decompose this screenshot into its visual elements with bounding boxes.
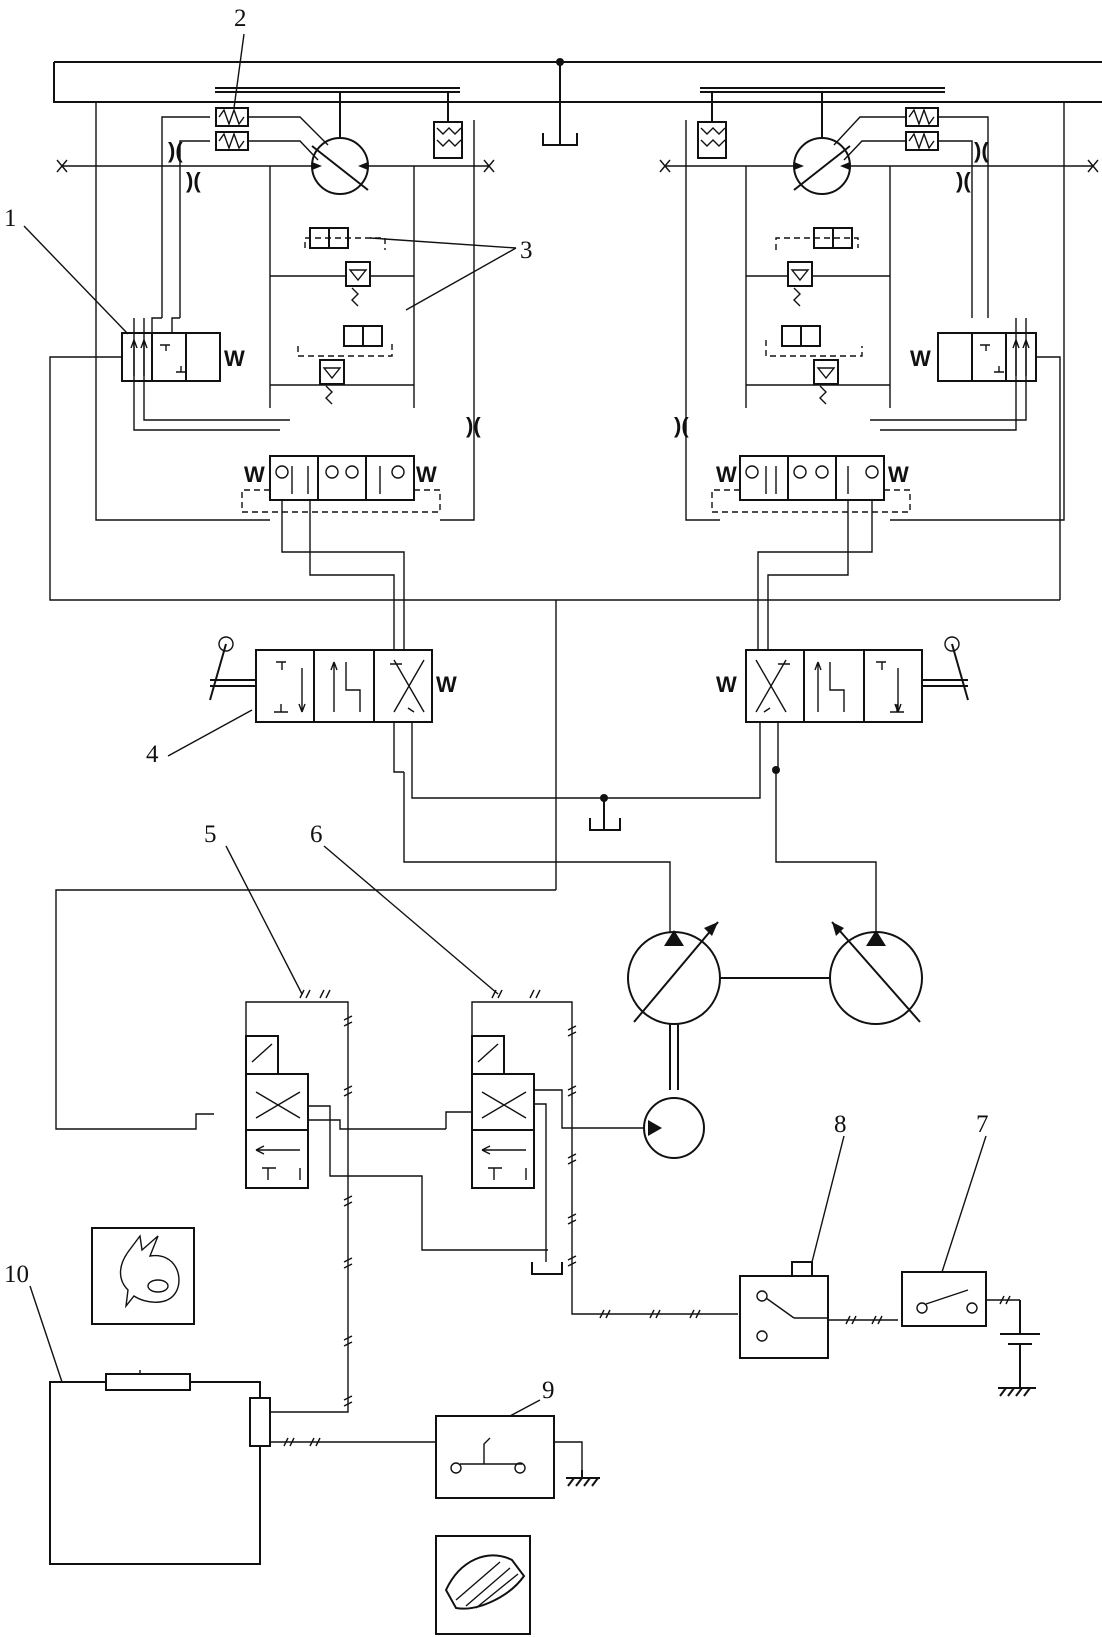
spring-symbol: W bbox=[224, 346, 245, 371]
callout-8: 8 bbox=[834, 1111, 847, 1138]
parking-brake-spring bbox=[698, 92, 726, 158]
right-relief-valve-upper bbox=[776, 228, 858, 306]
svg-text:)(: )( bbox=[186, 168, 201, 193]
callout-9: 9 bbox=[542, 1377, 555, 1404]
solenoid-valve-6 bbox=[446, 1036, 644, 1274]
callout-10: 10 bbox=[4, 1261, 29, 1288]
spring-symbol: W bbox=[436, 672, 457, 697]
turtle-icon bbox=[436, 1536, 530, 1634]
svg-text:)(: )( bbox=[956, 168, 971, 193]
callout-5: 5 bbox=[204, 821, 217, 848]
right-check-valve-block: W W bbox=[712, 456, 910, 512]
controller-10 bbox=[50, 1374, 270, 1564]
solenoid-valve-5 bbox=[246, 1036, 548, 1250]
electric-wiring bbox=[136, 990, 1040, 1486]
main-pump-right bbox=[830, 922, 922, 1024]
spring-symbol: W bbox=[716, 672, 737, 697]
switch-8 bbox=[740, 1262, 828, 1358]
svg-text:)(: )( bbox=[974, 138, 989, 163]
left-relief-valve-lower bbox=[298, 326, 392, 404]
rabbit-icon bbox=[92, 1228, 194, 1324]
spring-symbol: W bbox=[910, 346, 931, 371]
switch-7 bbox=[902, 1272, 986, 1326]
left-travel-motor bbox=[312, 138, 368, 194]
main-hydraulic-lines bbox=[56, 600, 876, 1129]
right-travel-motor-group: )( )( )( W bbox=[660, 88, 1098, 660]
callout-1: 1 bbox=[4, 205, 17, 232]
pilot-pump bbox=[644, 1098, 704, 1158]
callout-7: 7 bbox=[976, 1111, 989, 1138]
left-relief-valve-upper bbox=[305, 228, 385, 306]
left-travel-control-valve: W bbox=[210, 637, 457, 722]
brake-cylinder bbox=[216, 108, 248, 150]
parking-brake-spring bbox=[434, 92, 462, 158]
callout-6: 6 bbox=[310, 821, 323, 848]
callout-leaders bbox=[24, 34, 986, 1416]
right-speed-change-valve: W bbox=[870, 318, 1060, 600]
switch-9 bbox=[436, 1416, 554, 1498]
main-pump-left bbox=[628, 922, 720, 1024]
svg-text:)(: )( bbox=[674, 413, 689, 438]
callout-4: 4 bbox=[146, 741, 159, 768]
spring-symbol: W bbox=[244, 462, 265, 487]
callout-3: 3 bbox=[520, 237, 533, 264]
right-travel-motor bbox=[794, 138, 850, 194]
right-relief-valve-lower bbox=[766, 326, 862, 404]
left-travel-motor-group: )( )( )( bbox=[50, 88, 1060, 660]
machine-frame bbox=[54, 58, 1102, 145]
spring-symbol: W bbox=[888, 462, 909, 487]
spring-symbol: W bbox=[716, 462, 737, 487]
left-check-valve-block: W W bbox=[242, 456, 440, 512]
left-speed-change-valve: W bbox=[50, 318, 1060, 600]
spring-symbol: W bbox=[416, 462, 437, 487]
callout-2: 2 bbox=[234, 5, 247, 32]
svg-text:)(: )( bbox=[168, 138, 183, 163]
main-pumps bbox=[628, 922, 922, 1158]
right-travel-control-valve: W bbox=[716, 637, 968, 722]
brake-cylinder bbox=[906, 108, 938, 150]
